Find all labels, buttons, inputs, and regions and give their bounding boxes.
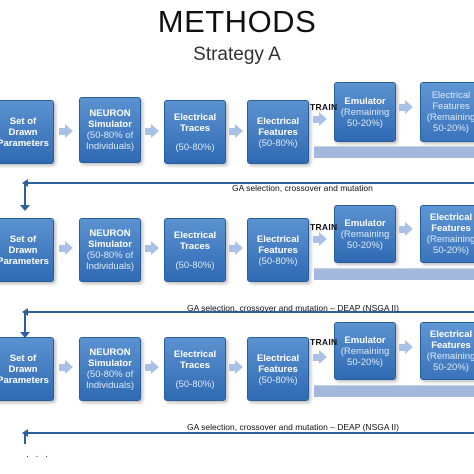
loop-line-vertical: [24, 311, 26, 335]
set-of-drawn-parameters-box: Set of Drawn Parameters: [0, 337, 54, 401]
electrical-traces-box: Electrical Traces (50-80%): [164, 337, 226, 401]
arrow-shaft: [59, 364, 65, 371]
set-of-drawn-parameters-box: Set of Drawn Parameters: [0, 218, 54, 282]
loop-line: [24, 182, 474, 184]
arrow-shaft: [59, 128, 65, 135]
arrow-shaft: [145, 364, 151, 371]
arrow-shaft: [59, 245, 65, 252]
right-arrow-icon: [405, 100, 413, 114]
down-arrow-icon: [20, 332, 30, 338]
electrical-features-box: Electrical Features (50-80%): [247, 100, 309, 164]
train-label: TRAIN: [310, 102, 338, 112]
feature-bar: [314, 146, 474, 158]
down-arrow-icon: [20, 205, 30, 211]
train-label: TRAIN: [310, 337, 338, 347]
arrow-shaft: [399, 104, 405, 111]
right-arrow-icon: [65, 360, 73, 374]
feature-bar: [314, 385, 474, 397]
arrow-shaft: [229, 128, 235, 135]
right-arrow-icon: [319, 112, 327, 126]
left-arrow-icon: [22, 179, 28, 187]
neuron-simulator-box: NEURON Simulator (50-80% of Individuals): [79, 97, 141, 163]
right-arrow-icon: [235, 241, 243, 255]
neuron-simulator-box: NEURON Simulator (50-80% of Individuals): [79, 218, 141, 282]
loop-line-vertical: [24, 182, 26, 208]
diagram-subtitle: Strategy A: [193, 44, 281, 65]
right-arrow-icon: [151, 360, 159, 374]
emulator-box: Emulator (Remaining 50-20%): [334, 82, 396, 142]
loop-line-vertical: [24, 432, 26, 444]
loop-label: GA selection, crossover and mutation – D…: [187, 422, 399, 432]
emulator-box: Emulator (Remaining 50-20%): [334, 205, 396, 263]
right-arrow-icon: [235, 124, 243, 138]
right-arrow-icon: [235, 360, 243, 374]
electrical-features-box: Electrical Features (50-80%): [247, 337, 309, 401]
electrical-features-remaining-box: Electrical Features (Remaining 50-20%): [420, 322, 474, 380]
right-arrow-icon: [319, 232, 327, 246]
feature-bar: [314, 268, 474, 280]
loop-line: [24, 311, 474, 313]
arrow-shaft: [313, 116, 319, 123]
right-arrow-icon: [151, 241, 159, 255]
right-arrow-icon: [405, 340, 413, 354]
loop-label: GA selection, crossover and mutation: [232, 183, 373, 193]
loop-line: [24, 432, 474, 434]
electrical-features-remaining-box: Electrical Features (Remaining 50-20%): [420, 82, 474, 142]
arrow-shaft: [145, 245, 151, 252]
right-arrow-icon: [151, 124, 159, 138]
arrow-shaft: [229, 245, 235, 252]
set-of-drawn-parameters-box: Set of Drawn Parameters: [0, 100, 54, 164]
right-arrow-icon: [405, 222, 413, 236]
arrow-shaft: [313, 236, 319, 243]
right-arrow-icon: [319, 350, 327, 364]
loop-label: GA selection, crossover and mutation – D…: [187, 303, 399, 313]
right-arrow-icon: [65, 241, 73, 255]
diagram-title: METHODS: [157, 4, 317, 39]
left-arrow-icon: [22, 429, 28, 437]
arrow-shaft: [229, 364, 235, 371]
arrow-shaft: [399, 226, 405, 233]
right-arrow-icon: [65, 124, 73, 138]
neuron-simulator-box: NEURON Simulator (50-80% of Individuals): [79, 337, 141, 401]
continuation-ellipsis: . . .: [26, 449, 50, 460]
left-arrow-icon: [22, 308, 28, 316]
electrical-traces-box: Electrical Traces (50-80%): [164, 100, 226, 164]
electrical-features-box: Electrical Features (50-80%): [247, 218, 309, 282]
arrow-shaft: [313, 354, 319, 361]
train-label: TRAIN: [310, 222, 338, 232]
arrow-shaft: [399, 344, 405, 351]
arrow-shaft: [145, 128, 151, 135]
electrical-traces-box: Electrical Traces (50-80%): [164, 218, 226, 282]
electrical-features-remaining-box: Electrical Features (Remaining 50-20%): [420, 205, 474, 263]
emulator-box: Emulator (Remaining 50-20%): [334, 322, 396, 380]
